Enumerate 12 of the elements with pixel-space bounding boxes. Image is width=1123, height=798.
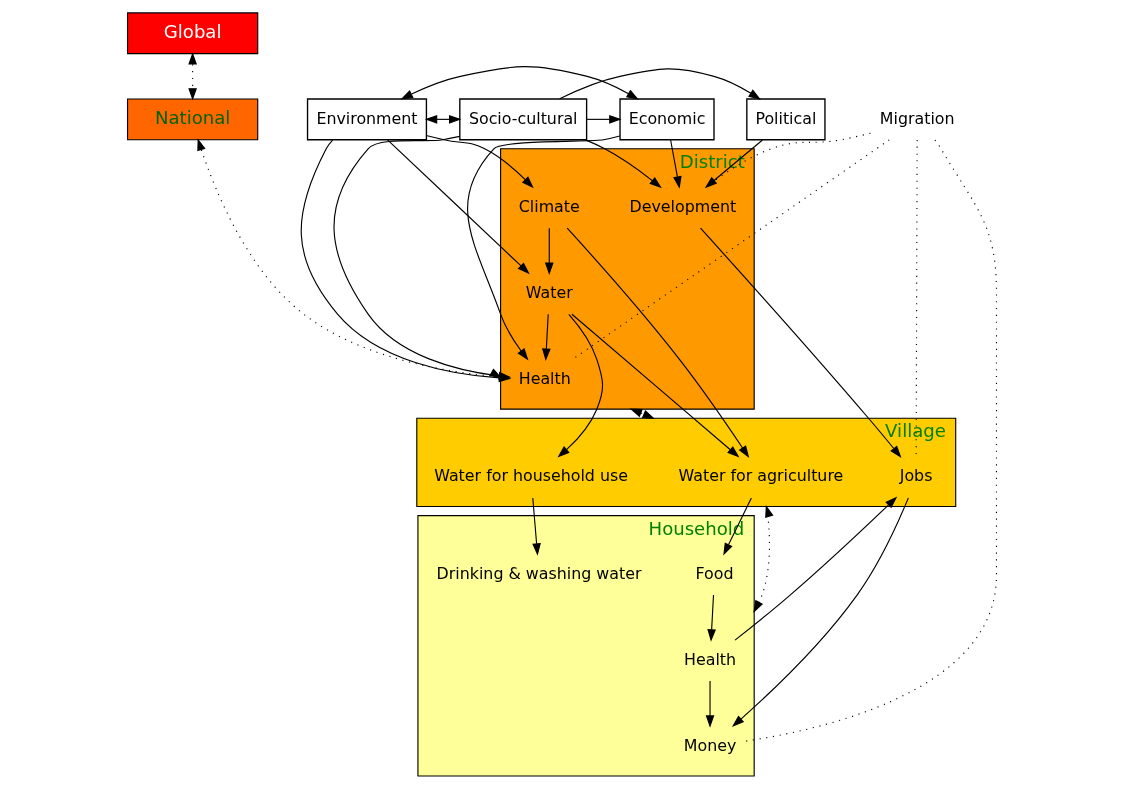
node-text: Climate [518, 196, 580, 216]
node-text: Water [525, 282, 573, 302]
node-text: Health [683, 649, 736, 669]
node-text: Food [695, 563, 734, 583]
node-text: Drinking & washing water [436, 563, 642, 583]
node-text: Money [683, 735, 736, 755]
node-text: Migration [879, 108, 955, 128]
node-text: Health [518, 368, 571, 388]
node-text: Jobs [899, 466, 932, 486]
node-text: Water for household use [433, 466, 628, 486]
node-text: Development [629, 196, 736, 216]
node-text: Water for agriculture [678, 466, 843, 486]
